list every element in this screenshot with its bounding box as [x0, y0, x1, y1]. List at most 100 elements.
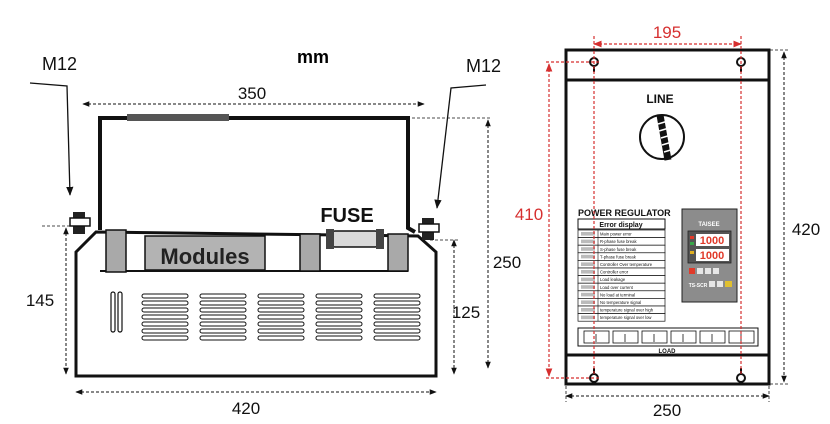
controller-key-3[interactable]: [713, 268, 719, 274]
controller-key-5[interactable]: [717, 281, 723, 287]
vent-louver: [315, 328, 363, 334]
error-code-mark: [581, 232, 595, 236]
dim-420-front: 420: [792, 220, 820, 239]
vent-louver: [373, 307, 421, 313]
error-row-text: No temperature signal: [600, 300, 641, 305]
vent-louver: [257, 328, 305, 334]
fuse-cap-right: [376, 229, 384, 249]
vent-louver: [315, 321, 363, 327]
error-code-mark: [581, 300, 595, 304]
error-row-text: Controller error: [600, 270, 629, 275]
controller-model: TS-SCR: [689, 283, 708, 289]
bolt-left: [69, 212, 91, 234]
error-row-text: R-phase fuse break: [600, 239, 637, 244]
vent-louver: [141, 307, 189, 313]
controller-key-2[interactable]: [705, 268, 711, 274]
vent-louver: [199, 335, 247, 341]
vent-louver: [199, 314, 247, 320]
bolt-label-left: M12: [42, 54, 77, 74]
error-row-text: Controller Over temperature: [600, 262, 653, 267]
vent-louver: [141, 328, 189, 334]
controller-key-1[interactable]: [697, 268, 703, 274]
dim-195: 195: [653, 23, 681, 42]
vent-louver: [257, 321, 305, 327]
display-upper-bg: [696, 234, 729, 246]
controller-key-4[interactable]: [709, 281, 715, 287]
led-green: [690, 242, 694, 245]
error-row-text: T-phase fuse break: [600, 254, 637, 259]
fuse-body: [331, 230, 379, 248]
vent-louver: [141, 335, 189, 341]
display-lower: 1000: [700, 250, 724, 262]
line-label: LINE: [646, 92, 673, 106]
vent-louver: [199, 293, 247, 299]
load-terminal: [612, 330, 639, 344]
vent-louver: [373, 314, 421, 320]
error-code-mark: [581, 239, 595, 244]
vent-louver: [315, 307, 363, 313]
vent-louver: [315, 314, 363, 320]
controller-key-yellow[interactable]: [725, 281, 732, 287]
error-row-text: No load at terminal: [600, 292, 635, 297]
bolt-label-right: M12: [466, 56, 501, 76]
error-code-mark: [581, 315, 595, 320]
error-code-mark: [581, 308, 595, 312]
controller-brand: TAISEE: [698, 222, 719, 228]
vent-louver: [199, 300, 247, 306]
error-code-mark: [581, 247, 595, 251]
error-row-text: Main power error: [600, 232, 632, 237]
error-title: Error display: [599, 222, 642, 229]
vent-louver: [315, 293, 363, 299]
fuse-label: FUSE: [320, 205, 373, 227]
display-upper: 1000: [700, 235, 724, 247]
vent-louver: [199, 328, 247, 334]
load-terminal: [699, 330, 726, 344]
dim-250-front: 250: [653, 401, 681, 420]
bus-bar-middle: [299, 233, 321, 272]
vent-louver: [373, 328, 421, 334]
controller-key-red[interactable]: [689, 268, 695, 274]
cover-frame: [98, 116, 416, 234]
vent-louver: [373, 293, 421, 299]
error-code-mark: [581, 292, 595, 297]
dim-420-side: 420: [232, 399, 260, 418]
error-code-mark: [581, 270, 595, 274]
error-row-text: S-phase fuse break: [600, 247, 637, 252]
dim-350: 350: [238, 84, 266, 103]
vent-louver: [257, 293, 305, 299]
error-row-text: temperature signal over high: [600, 308, 654, 313]
modules-block: [144, 235, 266, 271]
load-terminal: [641, 330, 668, 344]
vent-louver: [315, 335, 363, 341]
display-lower-bg: [696, 249, 729, 261]
vent-louver: [257, 307, 305, 313]
bolt-right: [418, 218, 440, 240]
vent-louver: [199, 321, 247, 327]
load-label: LOAD: [659, 349, 677, 355]
error-code-mark: [581, 277, 595, 282]
error-code-mark: [581, 254, 595, 259]
vent-louver: [257, 335, 305, 341]
bus-bar-right: [387, 233, 409, 272]
dim-125: 125: [452, 303, 480, 322]
dim-410: 410: [515, 205, 543, 224]
led-yellow: [690, 251, 694, 254]
regulator-title: POWER REGULATOR: [578, 208, 671, 218]
led-red: [690, 236, 694, 239]
vent-louver: [199, 307, 247, 313]
error-row-text: Load leakage: [600, 277, 626, 282]
error-title-box: [577, 218, 666, 230]
vent-louver: [141, 314, 189, 320]
dim-250-side: 250: [493, 253, 521, 272]
cable-stripes: [657, 120, 675, 153]
vent-louver: [315, 300, 363, 306]
vent-louver: [141, 300, 189, 306]
error-row: [577, 313, 666, 322]
vent-louver: [257, 314, 305, 320]
vent-louver: [141, 293, 189, 299]
vent-louver: [373, 300, 421, 306]
error-row-text: temperature signal over low: [600, 315, 652, 320]
vent-louver: [373, 335, 421, 341]
bolt-leader-right: [434, 84, 487, 209]
